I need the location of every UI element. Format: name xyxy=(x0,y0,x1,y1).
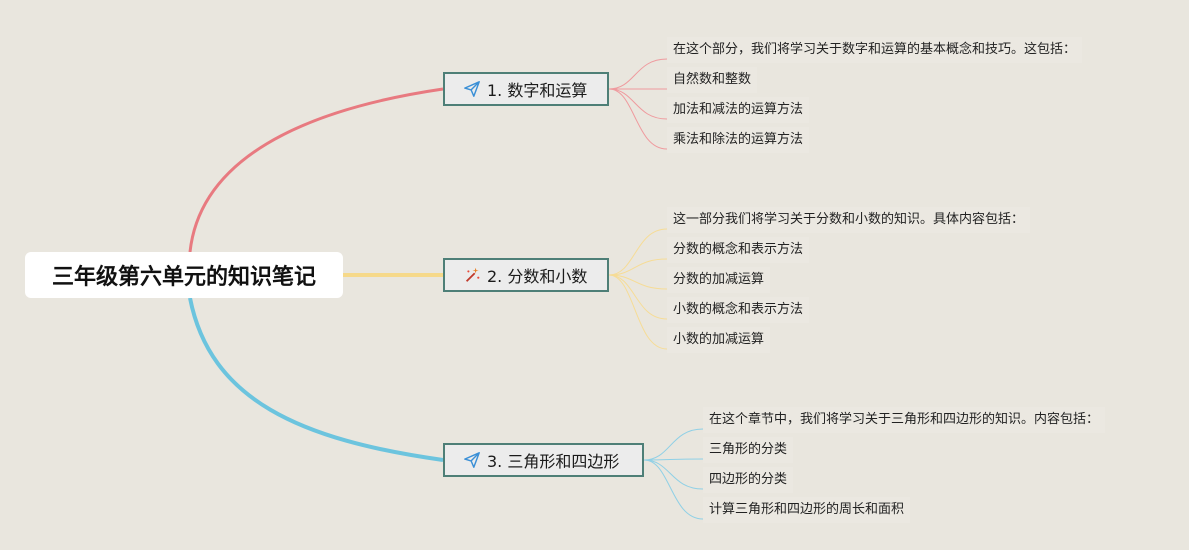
leaf-item[interactable]: 在这个章节中，我们将学习关于三角形和四边形的知识。内容包括： xyxy=(703,407,1106,433)
magic-wand-icon xyxy=(465,267,480,282)
leaf-item[interactable]: 四边形的分类 xyxy=(703,467,794,493)
leaf-connector xyxy=(608,258,668,276)
connector-branch-1 xyxy=(188,87,444,253)
leaf-item[interactable]: 分数的加减运算 xyxy=(667,267,771,293)
branch-node-fractions[interactable]: 2. 分数和小数 xyxy=(443,258,609,292)
branch-node-shapes[interactable]: 3. 三角形和四边形 xyxy=(443,443,644,477)
root-title: 三年级第六单元的知识笔记 xyxy=(51,265,316,290)
leaf-connector xyxy=(643,428,704,461)
leaf-connector xyxy=(608,274,668,350)
leaf-item[interactable]: 三角形的分类 xyxy=(703,437,794,463)
leaf-connector xyxy=(608,228,668,276)
leaf-connector xyxy=(643,459,704,490)
connector-branch-3 xyxy=(188,297,444,462)
leaf-item[interactable]: 分数的概念和表示方法 xyxy=(667,237,810,263)
leaf-connector xyxy=(608,88,668,120)
leaf-item[interactable]: 计算三角形和四边形的周长和面积 xyxy=(703,497,911,523)
root-node[interactable]: 三年级第六单元的知识笔记 xyxy=(25,252,343,298)
paper-plane-icon xyxy=(464,452,480,468)
leaf-connector xyxy=(608,274,668,320)
leaf-item[interactable]: 小数的加减运算 xyxy=(667,327,771,353)
leaf-connector xyxy=(643,459,704,520)
paper-plane-icon xyxy=(464,81,480,97)
branch-title: 2. 分数和小数 xyxy=(487,267,588,286)
leaf-item[interactable]: 在这个部分，我们将学习关于数字和运算的基本概念和技巧。这包括： xyxy=(667,37,1083,63)
branch-node-numbers[interactable]: 1. 数字和运算 xyxy=(443,72,609,106)
leaf-item[interactable]: 自然数和整数 xyxy=(667,67,758,93)
leaf-item[interactable]: 这一部分我们将学习关于分数和小数的知识。具体内容包括： xyxy=(667,207,1031,233)
leaf-item[interactable]: 加法和减法的运算方法 xyxy=(667,97,810,123)
branch-title: 1. 数字和运算 xyxy=(487,81,588,100)
branch-title: 3. 三角形和四边形 xyxy=(487,452,620,471)
leaf-connector xyxy=(608,274,668,290)
leaf-item[interactable]: 乘法和除法的运算方法 xyxy=(667,127,810,153)
leaf-connector xyxy=(643,458,704,461)
leaf-connector xyxy=(608,88,668,150)
leaf-connector xyxy=(608,58,668,90)
leaf-item[interactable]: 小数的概念和表示方法 xyxy=(667,297,810,323)
